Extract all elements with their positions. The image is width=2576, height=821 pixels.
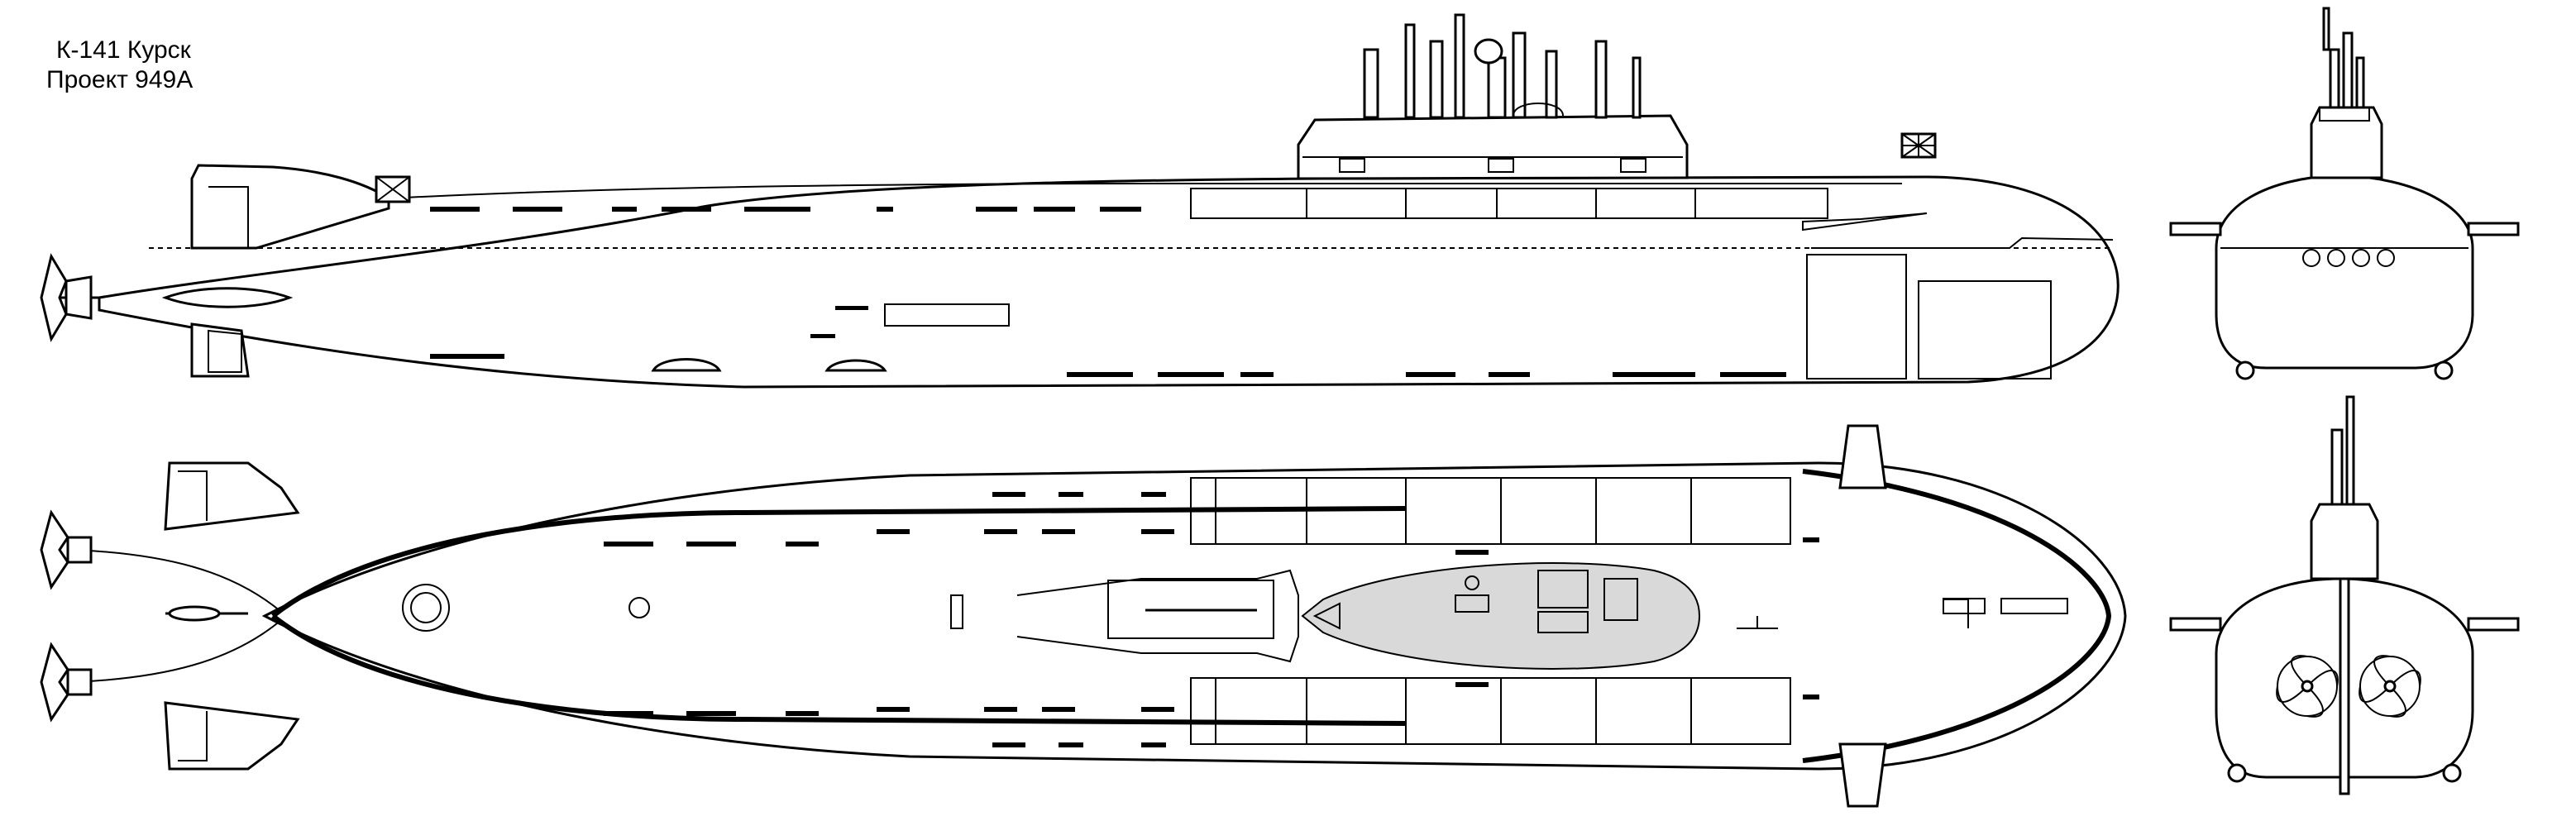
side-horizontal-stabilizer — [161, 287, 294, 308]
side-sail — [1297, 13, 1689, 180]
side-bow-sonar-panel — [1918, 280, 2052, 379]
side-mid-hatch — [884, 303, 1010, 327]
front-torpedo-tube-4 — [2377, 249, 2395, 267]
rear-left-propeller — [2276, 655, 2339, 718]
top-deck-small-box — [950, 594, 963, 629]
front-torpedo-tube-1 — [2302, 249, 2320, 267]
top-sail — [1301, 562, 1701, 670]
side-upper-stern-fin — [190, 164, 390, 250]
top-lower-stern-plane — [164, 701, 300, 771]
side-hull-outline — [98, 175, 2120, 389]
rear-mast — [2330, 428, 2344, 506]
bow-flag-icon — [1900, 132, 1937, 159]
side-blister-1 — [651, 358, 722, 372]
top-plan-view — [40, 424, 2127, 808]
rear-left-plane — [2169, 617, 2222, 632]
rear-keel-right — [2442, 763, 2462, 783]
top-deck-raised-section — [1016, 569, 1299, 663]
side-profile-view — [40, 13, 2120, 389]
front-torpedo-tube-2 — [2327, 249, 2345, 267]
front-torpedo-tube-3 — [2352, 249, 2370, 267]
rear-right-propeller — [2359, 655, 2421, 718]
front-sail — [2310, 106, 2383, 179]
side-lower-stern-fin — [190, 322, 250, 378]
front-antenna — [2322, 7, 2330, 51]
side-deck-line — [388, 183, 1902, 199]
top-bow-edge — [1802, 469, 2112, 763]
side-upper-rudder — [208, 186, 249, 248]
front-right-plane — [2467, 222, 2520, 236]
top-upper-stern-plane — [164, 461, 300, 531]
top-deck-edge-upper — [271, 506, 1407, 618]
drawing-title: К-141 Курск — [56, 36, 191, 64]
top-bow-letter-d — [1943, 599, 1969, 628]
stern-rear-view — [2169, 395, 2520, 795]
top-stern-vent — [628, 597, 650, 618]
rear-antenna — [2345, 395, 2355, 506]
top-lower-propeller — [40, 642, 93, 723]
front-hull-section — [2215, 174, 2474, 370]
front-mast-2 — [2342, 31, 2354, 109]
top-upper-rudder — [178, 470, 208, 521]
top-deck-hatch — [1107, 580, 1274, 639]
rear-right-plane — [2467, 617, 2520, 632]
front-mast-1 — [2329, 48, 2340, 109]
side-bow-panel — [1806, 254, 1907, 379]
bow-front-view — [2169, 7, 2520, 380]
front-left-plane — [2169, 222, 2222, 236]
side-missile-containers — [1190, 188, 1828, 219]
side-bow-chevron — [1802, 212, 1928, 232]
side-vent-rows — [430, 207, 1786, 377]
drawing-subtitle: Проект 949А — [46, 66, 194, 93]
side-blister-2 — [824, 359, 887, 372]
top-bow-t-mark — [1737, 616, 1778, 629]
front-keel-left — [2235, 360, 2255, 380]
rear-keel-left — [2227, 763, 2247, 783]
top-hull-outline — [261, 461, 2127, 771]
top-sail-bridge — [1537, 570, 1589, 609]
rear-rudder — [2339, 577, 2350, 795]
top-upper-bow-plane — [1838, 424, 1887, 489]
top-lower-missile-containers — [1190, 677, 1791, 745]
top-lower-rudder — [178, 711, 208, 761]
top-stern-bulb — [168, 605, 221, 622]
side-bow-line — [1811, 236, 2114, 249]
side-propeller — [40, 253, 99, 342]
top-lower-shaft — [74, 619, 282, 683]
side-lower-rudder — [208, 329, 242, 373]
top-upper-missile-containers — [1190, 477, 1791, 545]
top-upper-propeller — [40, 509, 93, 590]
top-upper-shaft — [74, 549, 282, 613]
stern-flag-icon — [375, 175, 411, 203]
top-lower-bow-plane — [1838, 742, 1887, 808]
front-mast-3 — [2355, 56, 2365, 109]
top-vent-rows — [604, 492, 1819, 747]
top-escape-hatch — [402, 584, 450, 632]
rear-sail — [2310, 503, 2379, 580]
front-keel-right — [2434, 360, 2454, 380]
top-deck-edge-lower — [271, 613, 1407, 726]
top-bow-hatch — [2000, 598, 2068, 614]
